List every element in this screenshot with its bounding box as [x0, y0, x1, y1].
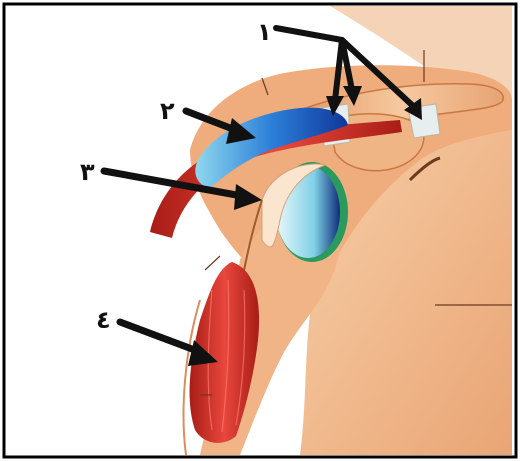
label-2: ٢ [160, 97, 175, 125]
label-3: ٣ [80, 158, 95, 186]
label-1: ١ [257, 18, 272, 46]
label-4: ٤ [96, 306, 111, 334]
